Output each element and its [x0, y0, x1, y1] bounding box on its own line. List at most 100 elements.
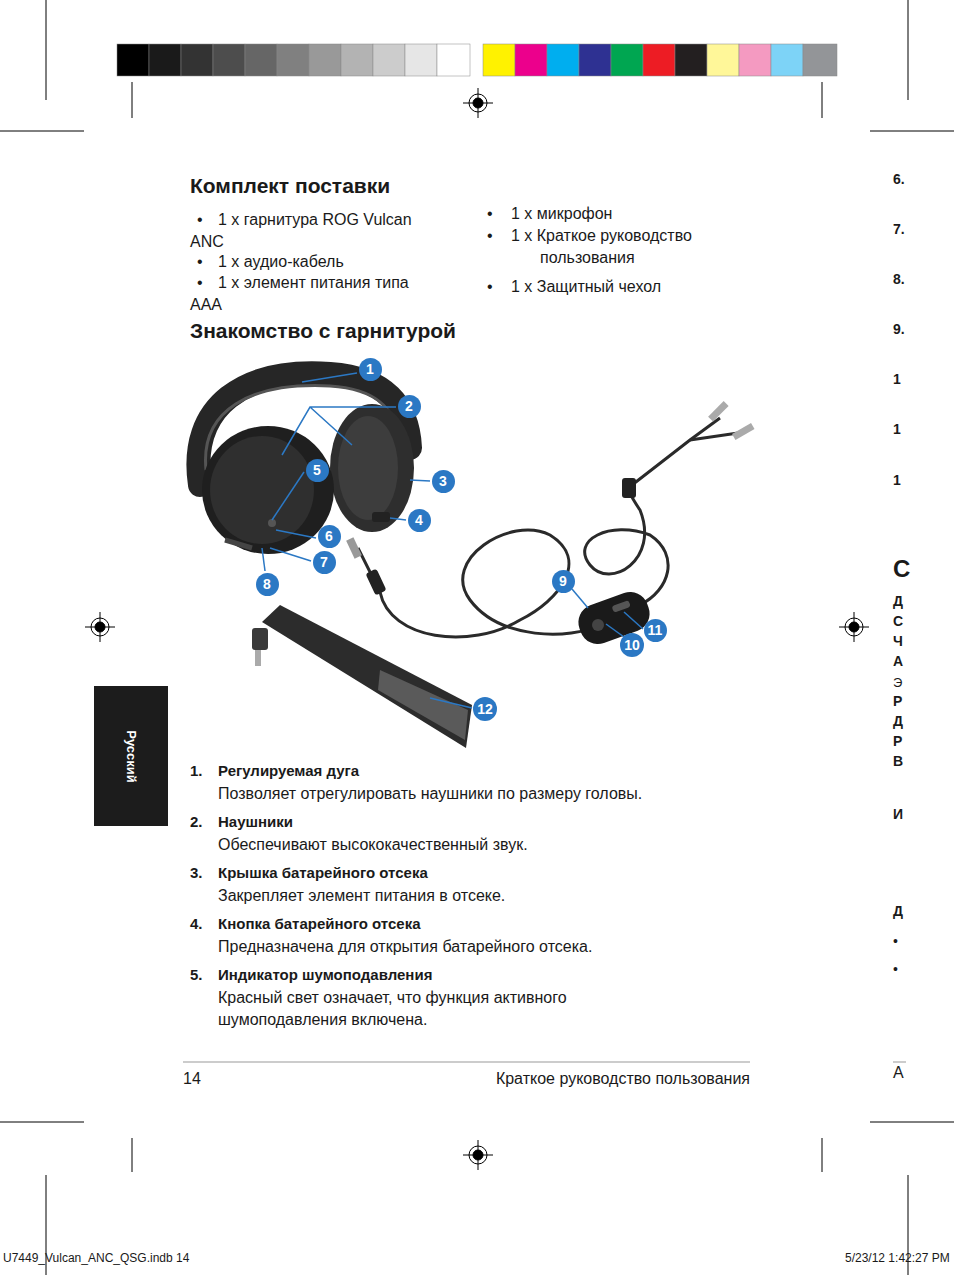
next-page-fragment: 6.: [893, 170, 905, 189]
footer-title: Краткое руководство пользования: [496, 1068, 750, 1090]
next-page-fragment: 1: [893, 420, 901, 439]
callout-number: 12: [473, 697, 497, 721]
leader-lines-part: [282, 407, 396, 455]
cable-illustration-part: [585, 488, 668, 605]
list-item: 1 x аудио-кабель: [218, 251, 344, 273]
process-color-bar-part: [675, 44, 707, 76]
callout-number: 4: [408, 509, 431, 532]
leader-lines-part: [572, 589, 588, 608]
next-page-fragment: А: [893, 652, 903, 671]
plugs-illustration-part: [708, 401, 729, 422]
plugs-illustration-part: [365, 569, 386, 596]
registration-marks-part: [85, 612, 115, 642]
item-heading: Кнопка батарейного отсека: [218, 914, 421, 934]
headset-illustration-part: [225, 540, 252, 548]
next-page-fragment: А: [893, 1062, 904, 1084]
bullet: •: [487, 203, 493, 225]
grey-color-bar-part: [437, 44, 470, 76]
cable-illustration: [358, 418, 745, 637]
leader-lines-part: [272, 472, 304, 520]
next-page-fragment: 1: [893, 471, 901, 490]
headset-illustration-part: [338, 416, 398, 520]
next-page-fragment: Р: [893, 692, 902, 711]
callout-number-text: 1: [366, 362, 374, 376]
item-heading: Регулируемая дуга: [218, 761, 359, 781]
headset-illustration-part: [202, 426, 334, 554]
callout-number: 10: [620, 633, 644, 657]
next-page-fragment: Д: [893, 902, 903, 921]
callout-number: 3: [432, 470, 455, 493]
control-box-illustration-part: [592, 619, 604, 631]
callout-number-text: 12: [477, 702, 493, 716]
process-color-bar: [483, 44, 837, 76]
next-page-fragment: 1: [893, 370, 901, 389]
item-description: Позволяет отрегулировать наушники по раз…: [218, 783, 748, 805]
next-page-fragment: 8.: [893, 270, 905, 289]
callout-number-text: 11: [648, 623, 663, 637]
callout-number: 11: [644, 619, 667, 642]
grey-color-bar-part: [309, 44, 341, 76]
leader-lines-part: [606, 624, 624, 637]
process-color-bar-part: [611, 44, 643, 76]
callout-number-text: 2: [405, 399, 413, 413]
headset-illustration-part: [330, 404, 414, 532]
next-page-fragment: 7.: [893, 220, 905, 239]
microphone-illustration-part: [252, 628, 268, 650]
grey-color-bar-part: [277, 44, 309, 76]
registration-marks-part: [463, 88, 493, 118]
grey-color-bar-part: [117, 44, 149, 76]
plugs-illustration-part: [622, 478, 636, 498]
section-heading: Комплект поставки: [190, 172, 390, 200]
callout-number: 6: [318, 525, 341, 548]
microphone-illustration: [252, 605, 472, 748]
print-slug: U7449_Vulcan_ANC_QSG.indb 14: [3, 1250, 189, 1266]
item-number: 1.: [190, 761, 203, 781]
grey-color-bar: [117, 44, 470, 76]
process-color-bar-part: [515, 44, 547, 76]
cable-illustration-part: [632, 418, 720, 485]
callout-number-text: 3: [439, 474, 447, 488]
item-number: 2.: [190, 812, 203, 832]
list-item: 1 x микрофон: [511, 203, 612, 225]
plugs-illustration-part: [346, 537, 362, 559]
footer-rules-part: [183, 1062, 906, 1063]
item-description: Закрепляет элемент питания в отсеке.: [218, 885, 748, 907]
process-color-bar-part: [803, 44, 837, 76]
callout-number-text: 4: [415, 513, 423, 527]
callout-number-text: 7: [320, 555, 328, 569]
leader-lines-part: [262, 548, 265, 571]
headset-illustration-part: [210, 436, 314, 544]
callout-number-text: 8: [263, 577, 271, 591]
next-page-fragment: Д: [893, 592, 903, 611]
callout-number: 2: [398, 395, 421, 418]
callout-number: 1: [359, 358, 382, 381]
next-page-fragment: •: [893, 960, 898, 979]
language-tab: Русский: [94, 686, 168, 826]
bullet: •: [487, 276, 493, 298]
microphone-illustration-part: [262, 605, 472, 748]
next-page-fragment: Ч: [893, 632, 903, 651]
list-item: 1 x Краткое руководство пользования: [511, 225, 736, 268]
next-page-fragment: Д: [893, 712, 903, 731]
item-number: 4.: [190, 914, 203, 934]
item-description: Красный свет означает, что функция актив…: [218, 987, 658, 1030]
next-page-fragment: 9.: [893, 320, 905, 339]
leader-lines-part: [410, 480, 430, 481]
language-tab-text: Русский: [125, 730, 138, 783]
callout-number-text: 5: [313, 463, 321, 477]
process-color-bar-part: [579, 44, 611, 76]
leader-lines-part: [390, 518, 406, 520]
callout-number-text: 6: [325, 529, 333, 543]
next-page-fragment: •: [893, 932, 898, 951]
list-item: 1 x элемент питания типа AAA: [190, 272, 435, 315]
next-page-fragment: С: [893, 612, 903, 631]
leader-lines-part: [624, 612, 643, 629]
item-description: Обеспечивают высококачественный звук.: [218, 834, 748, 856]
next-page-fragment: Э: [893, 674, 902, 692]
microphone-illustration-part: [255, 650, 261, 666]
registration-marks-part: [463, 1140, 493, 1170]
item-description: Предназначена для открытия батарейного о…: [218, 936, 748, 958]
callout-number: 5: [306, 459, 329, 482]
